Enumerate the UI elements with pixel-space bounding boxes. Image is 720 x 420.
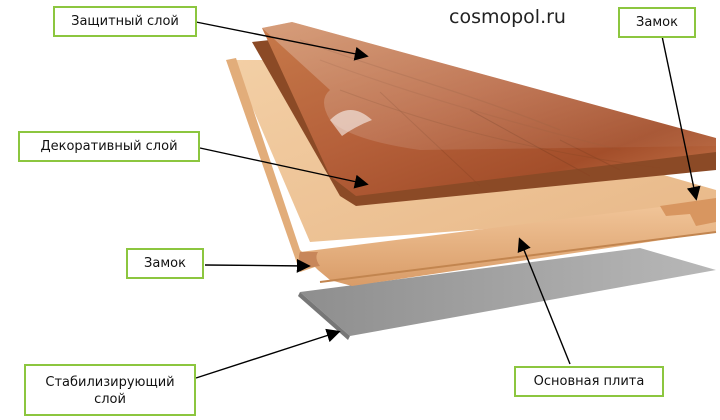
arrow-decorative — [199, 147, 369, 189]
arrow-lock-right — [661, 35, 701, 201]
label-stabilizing-layer: Стабилизирующий слой — [24, 364, 196, 416]
arrow-lock-left — [204, 258, 311, 273]
backing-layer — [298, 248, 716, 340]
label-lock-right: Замок — [618, 7, 696, 38]
arrow-base-board — [517, 237, 571, 365]
site-watermark: cosmopol.ru — [449, 6, 566, 28]
arrow-protective — [195, 21, 369, 61]
label-protective-layer: Защитный слой — [53, 6, 197, 37]
wood-layer — [252, 22, 716, 206]
label-lock-left: Замок — [126, 248, 204, 279]
label-base-board: Основная плита — [514, 366, 664, 397]
arrows — [195, 21, 701, 379]
label-decorative-layer: Декоративный слой — [18, 131, 200, 162]
arrow-stabilizing — [195, 328, 341, 379]
